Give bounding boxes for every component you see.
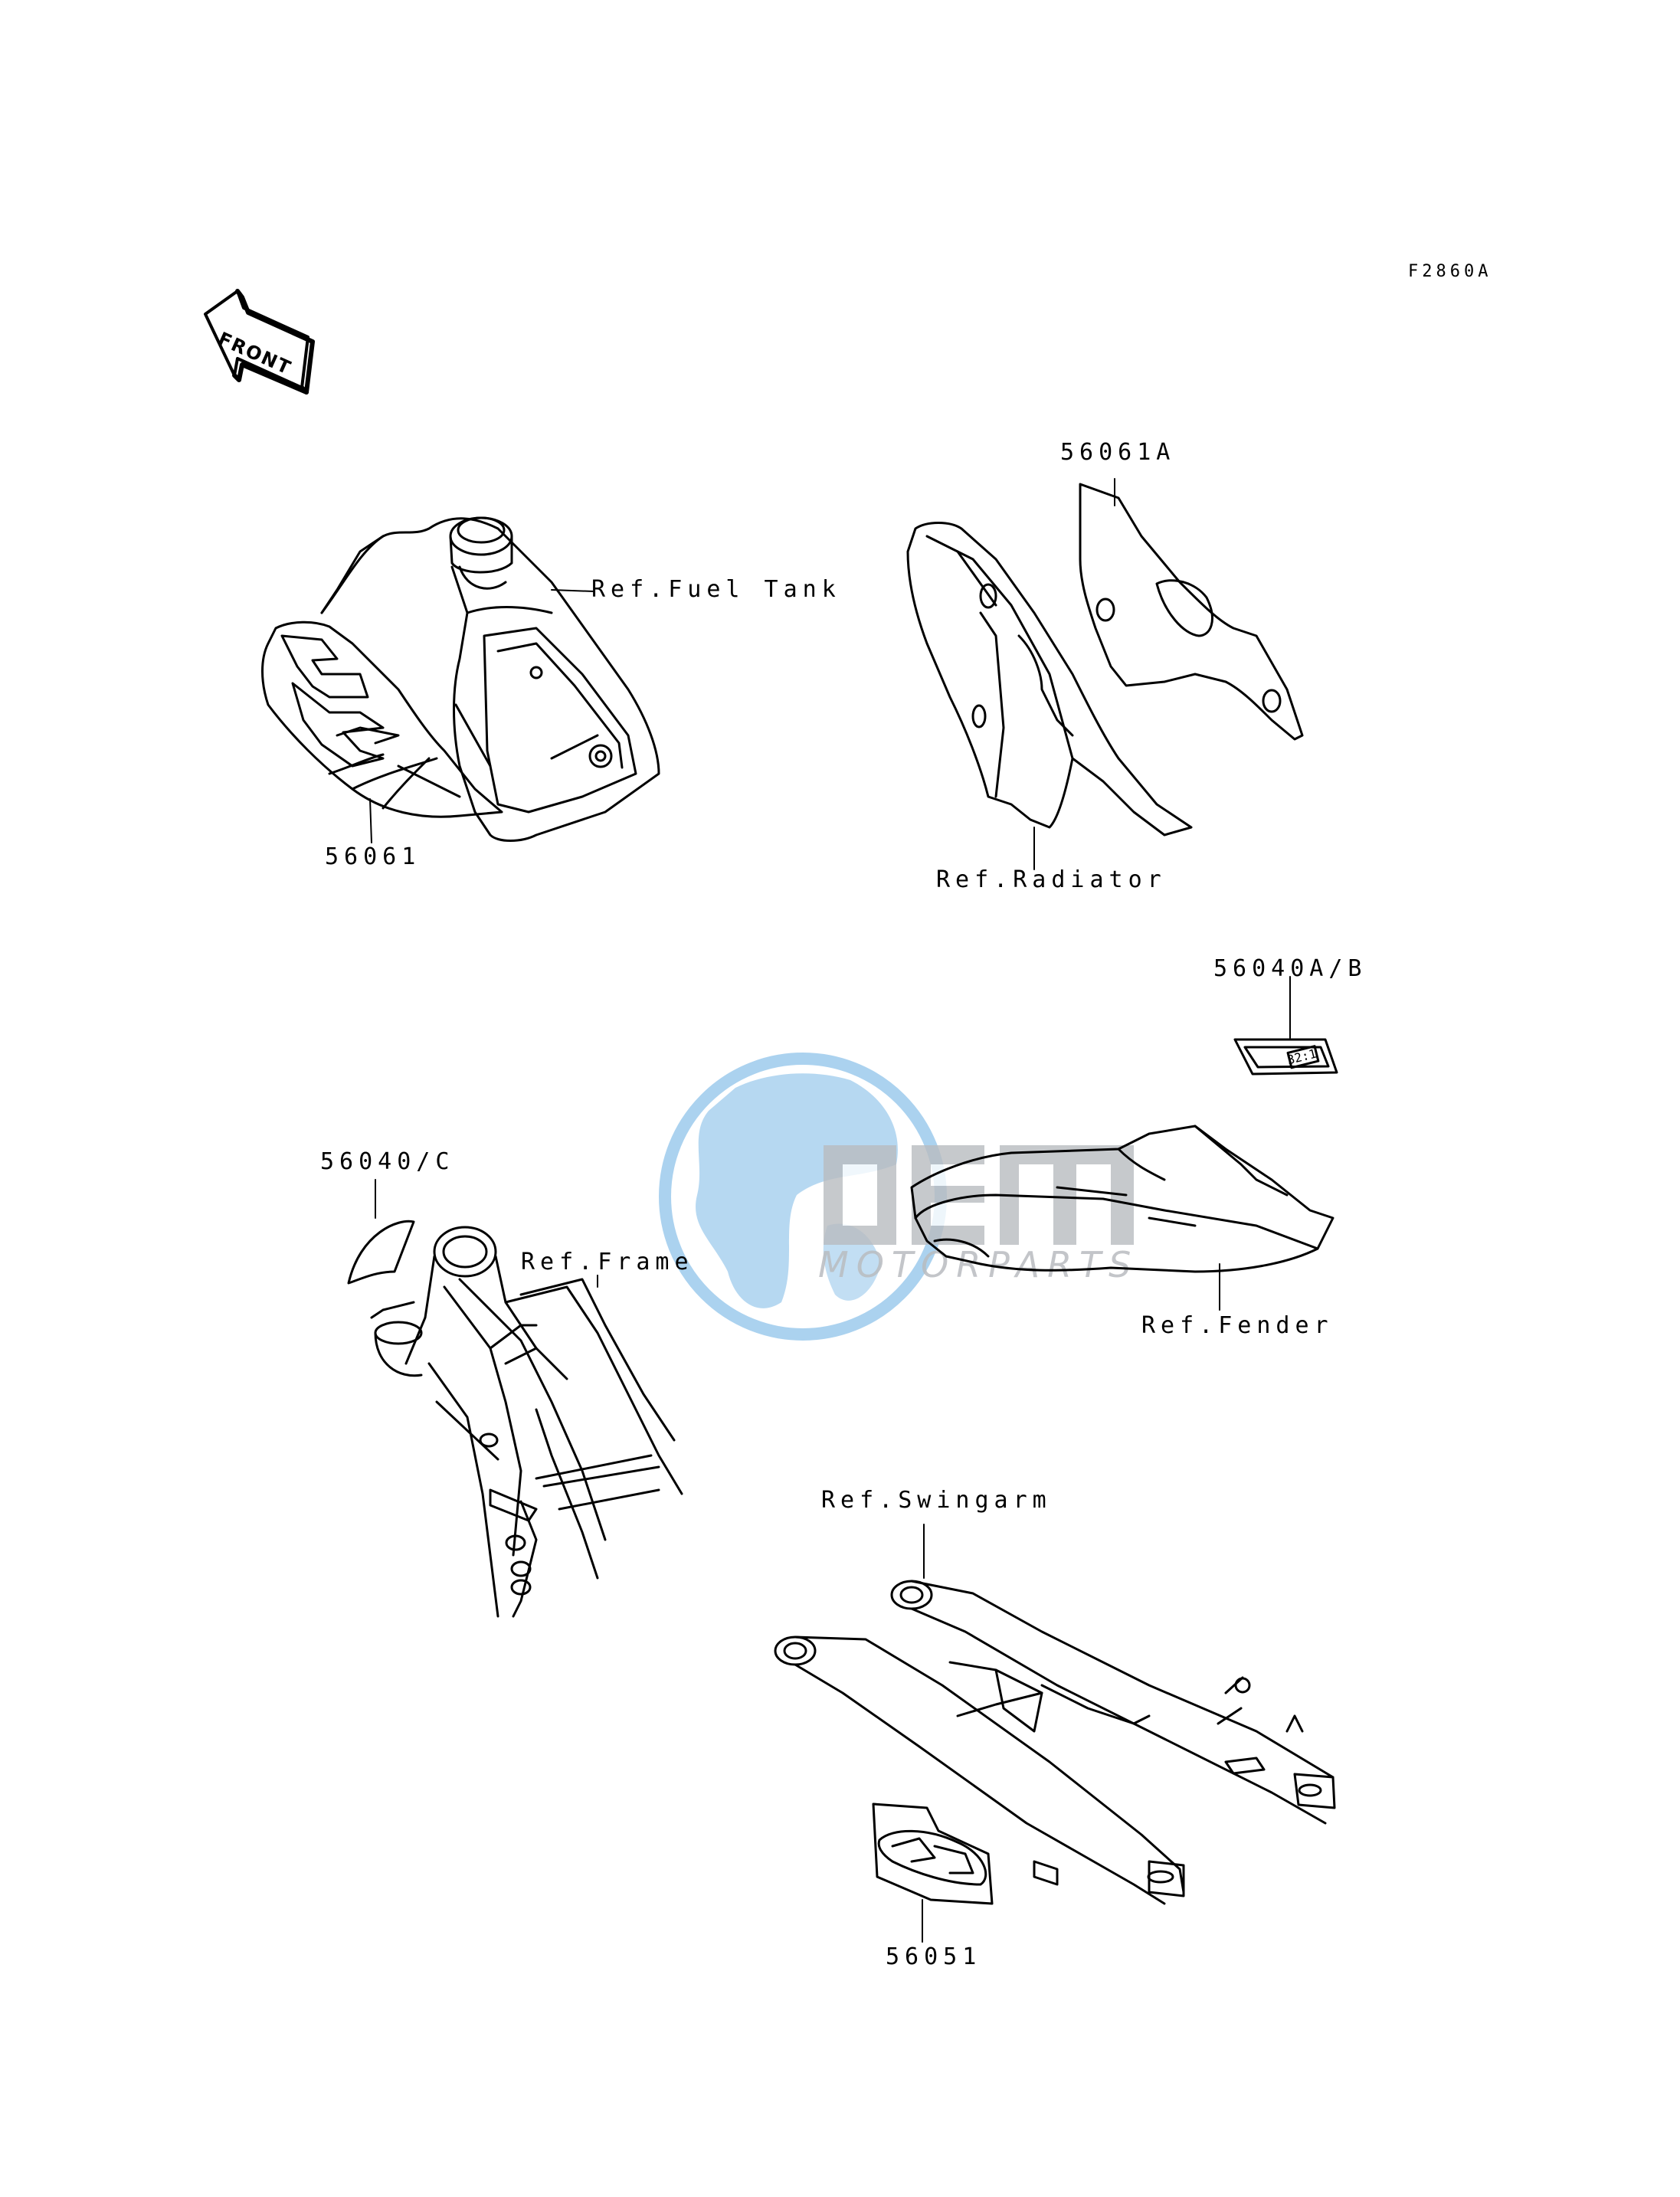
callout-radiator: Ref.Radiator	[936, 866, 1167, 893]
callout-tank-decal: 56061	[325, 843, 421, 870]
leader-lines	[369, 478, 1291, 1943]
radiator-shroud	[906, 522, 1193, 837]
callout-frame-decal: 56040/C	[320, 1148, 455, 1175]
frame-decal	[347, 1220, 415, 1285]
callout-fender-decal: 56040A/B	[1213, 955, 1367, 982]
callout-frame: Ref.Frame	[521, 1249, 694, 1275]
watermark-text: MOTORPARTS	[818, 1244, 1139, 1285]
callout-fender: Ref.Fender	[1141, 1312, 1334, 1339]
swingarm	[774, 1580, 1336, 1905]
fuel-tank	[320, 516, 660, 842]
callout-swingarm-decal: 56051	[886, 1943, 982, 1970]
callout-radiator-decal: 56061A	[1060, 439, 1176, 466]
diagram-code: F2860A	[1408, 262, 1492, 281]
swingarm-decal	[872, 1802, 994, 1905]
radiator-decal	[1079, 483, 1304, 741]
fender-decal	[1233, 1038, 1338, 1076]
tank-decal	[261, 620, 503, 818]
callout-swingarm: Ref.Swingarm	[821, 1487, 1052, 1514]
frame	[370, 1226, 683, 1618]
rear-fender	[910, 1125, 1335, 1273]
front-arrow-icon	[204, 289, 315, 395]
callout-fuel-tank: Ref.Fuel Tank	[591, 576, 841, 603]
